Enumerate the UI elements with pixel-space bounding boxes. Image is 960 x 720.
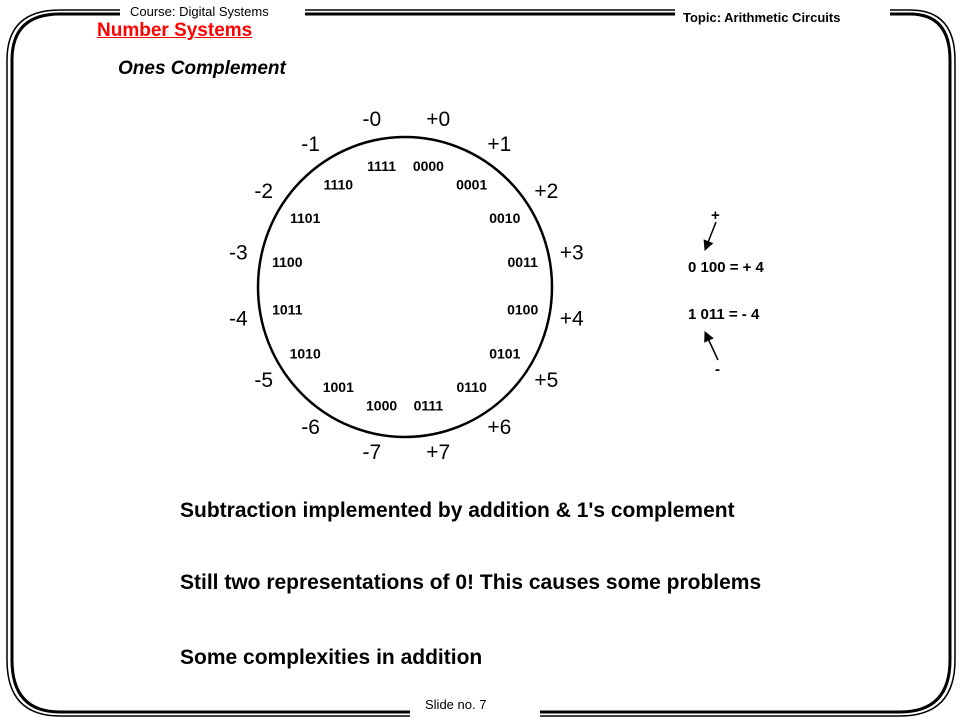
value-label-pos7: +7 bbox=[426, 441, 450, 464]
code-label-1001: 1001 bbox=[323, 379, 354, 395]
value-label-neg3: -3 bbox=[229, 241, 248, 264]
bullet-complexities: Some complexities in addition bbox=[180, 646, 483, 669]
value-label-neg6: -6 bbox=[301, 416, 320, 439]
code-label-1011: 1011 bbox=[272, 302, 303, 318]
value-label-neg0: -0 bbox=[362, 108, 381, 131]
negative-four-equation: 1 011 = - 4 bbox=[688, 306, 760, 323]
value-label-neg2: -2 bbox=[254, 180, 273, 203]
topic-label: Topic: Arithmetic Circuits bbox=[683, 10, 841, 25]
minus-sign-label: - bbox=[715, 361, 720, 378]
code-label-1010: 1010 bbox=[290, 346, 321, 362]
plus-arrow bbox=[703, 221, 717, 251]
course-label: Course: Digital Systems bbox=[130, 4, 269, 19]
value-label-pos2: +2 bbox=[534, 180, 558, 203]
code-label-0111: 0111 bbox=[414, 397, 444, 413]
number-wheel-circle bbox=[256, 135, 554, 439]
slide-subtitle: Ones Complement bbox=[118, 58, 286, 79]
minus-arrow bbox=[704, 331, 719, 361]
code-label-0100: 0100 bbox=[507, 302, 538, 318]
code-label-0011: 0011 bbox=[508, 254, 539, 270]
value-label-neg4: -4 bbox=[229, 308, 248, 331]
code-label-1000: 1000 bbox=[366, 397, 397, 413]
code-label-1111: 1111 bbox=[367, 158, 396, 174]
value-label-pos0: +0 bbox=[426, 108, 450, 131]
plus-sign-label: + bbox=[711, 207, 720, 224]
code-label-0110: 0110 bbox=[457, 379, 488, 395]
code-label-1101: 1101 bbox=[290, 210, 321, 226]
positive-four-equation: 0 100 = + 4 bbox=[688, 259, 765, 276]
code-label-0101: 0101 bbox=[489, 346, 520, 362]
value-label-pos1: +1 bbox=[487, 133, 511, 156]
slide-number: Slide no. 7 bbox=[425, 697, 487, 712]
value-label-pos6: +6 bbox=[487, 416, 511, 439]
bullet-two-zeros: Still two representations of 0! This cau… bbox=[180, 571, 762, 594]
value-label-neg5: -5 bbox=[254, 369, 273, 392]
slide-title: Number Systems bbox=[97, 20, 253, 41]
code-label-0001: 0001 bbox=[456, 176, 487, 192]
value-label-pos5: +5 bbox=[534, 369, 558, 392]
value-label-neg7: -7 bbox=[362, 441, 381, 464]
code-label-0010: 0010 bbox=[489, 210, 520, 226]
code-label-1110: 1110 bbox=[323, 176, 353, 192]
value-label-pos4: +4 bbox=[560, 308, 584, 331]
value-label-pos3: +3 bbox=[560, 241, 584, 264]
code-label-0000: 0000 bbox=[413, 158, 444, 174]
bullet-subtraction: Subtraction implemented by addition & 1'… bbox=[180, 499, 735, 522]
value-label-neg1: -1 bbox=[301, 133, 320, 156]
code-label-1100: 1100 bbox=[272, 254, 303, 270]
